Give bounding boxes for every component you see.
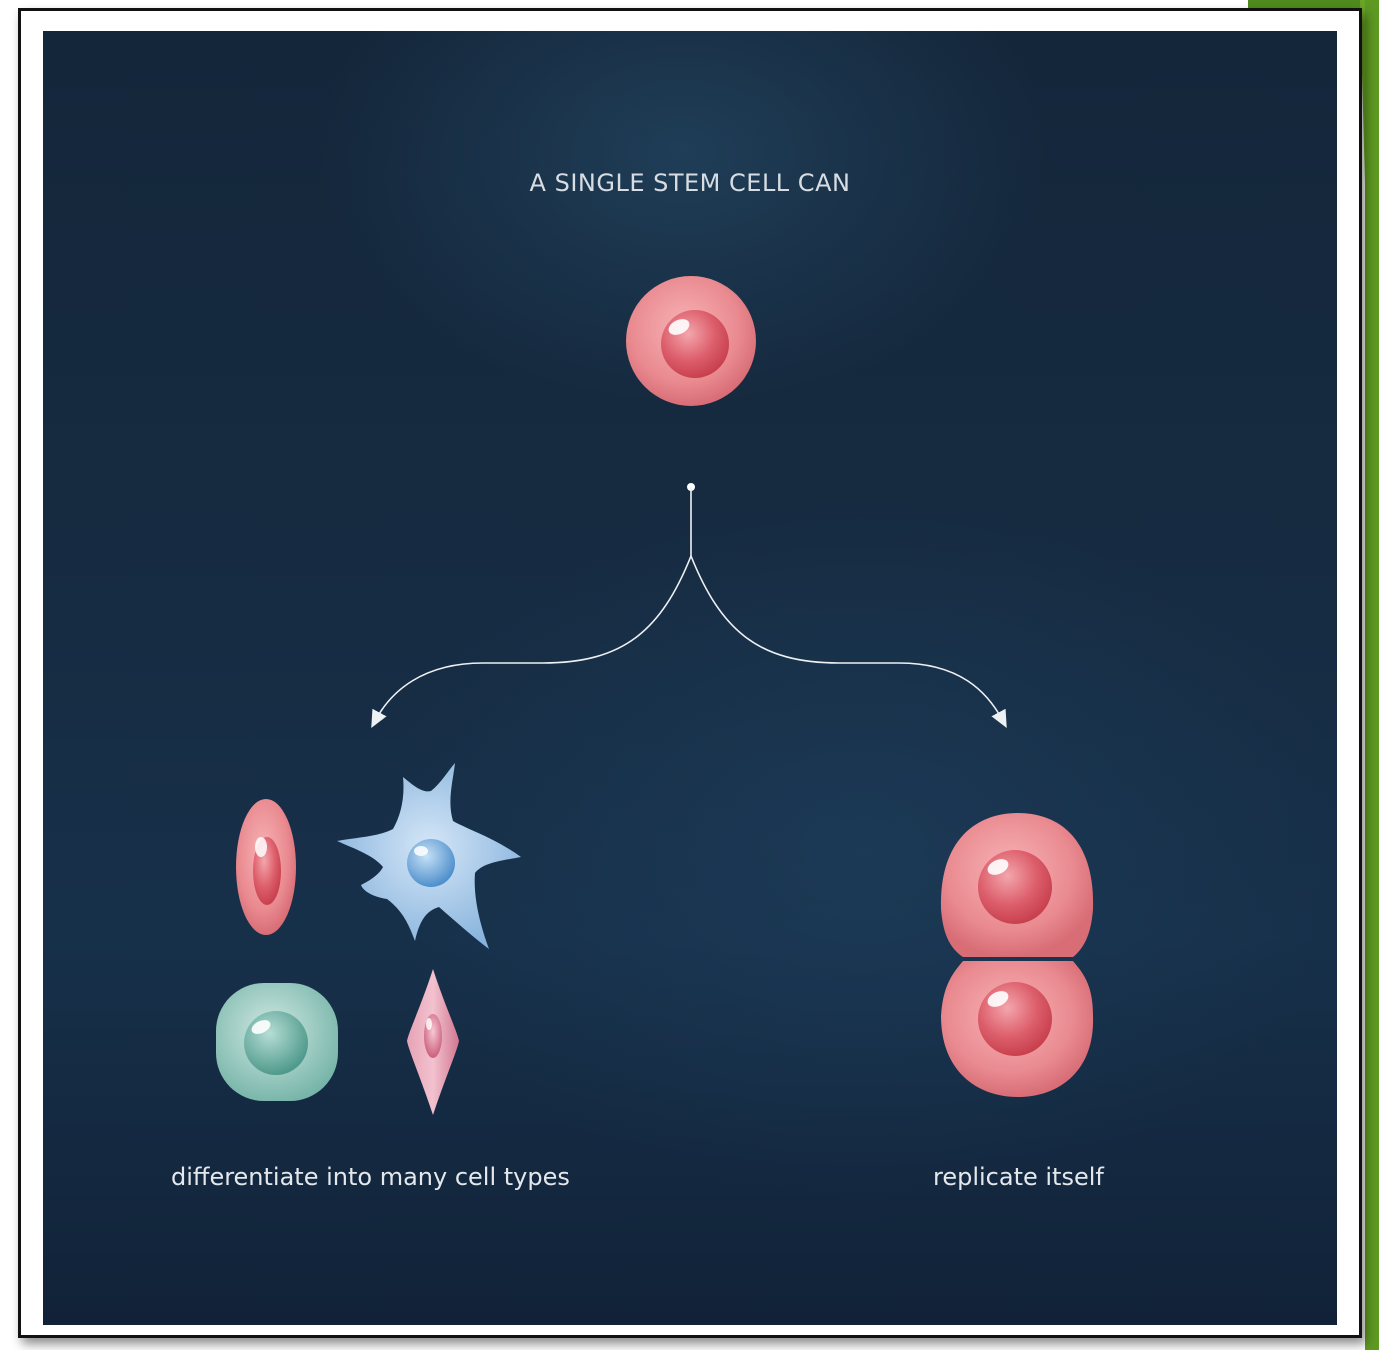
caption-replicate: replicate itself — [933, 1163, 1104, 1191]
diagram-panel: A SINGLE STEM CELL CAN differentiate int… — [43, 31, 1337, 1325]
caption-differentiate: differentiate into many cell types — [171, 1163, 570, 1191]
diagram-graphics — [43, 31, 1337, 1325]
branch-connector — [375, 483, 1003, 721]
branch-arrow-left — [375, 556, 691, 721]
stem-cell — [626, 276, 756, 406]
branch-arrow-right — [691, 556, 1003, 721]
daughter-stem-cell-bottom — [941, 961, 1093, 1097]
red-blood-cell — [236, 799, 296, 935]
muscle-cell — [407, 969, 459, 1115]
epithelial-cell — [216, 983, 338, 1101]
nerve-cell — [337, 763, 521, 949]
diagram-title: A SINGLE STEM CELL CAN — [43, 169, 1337, 197]
daughter-stem-cell-top — [941, 813, 1093, 957]
